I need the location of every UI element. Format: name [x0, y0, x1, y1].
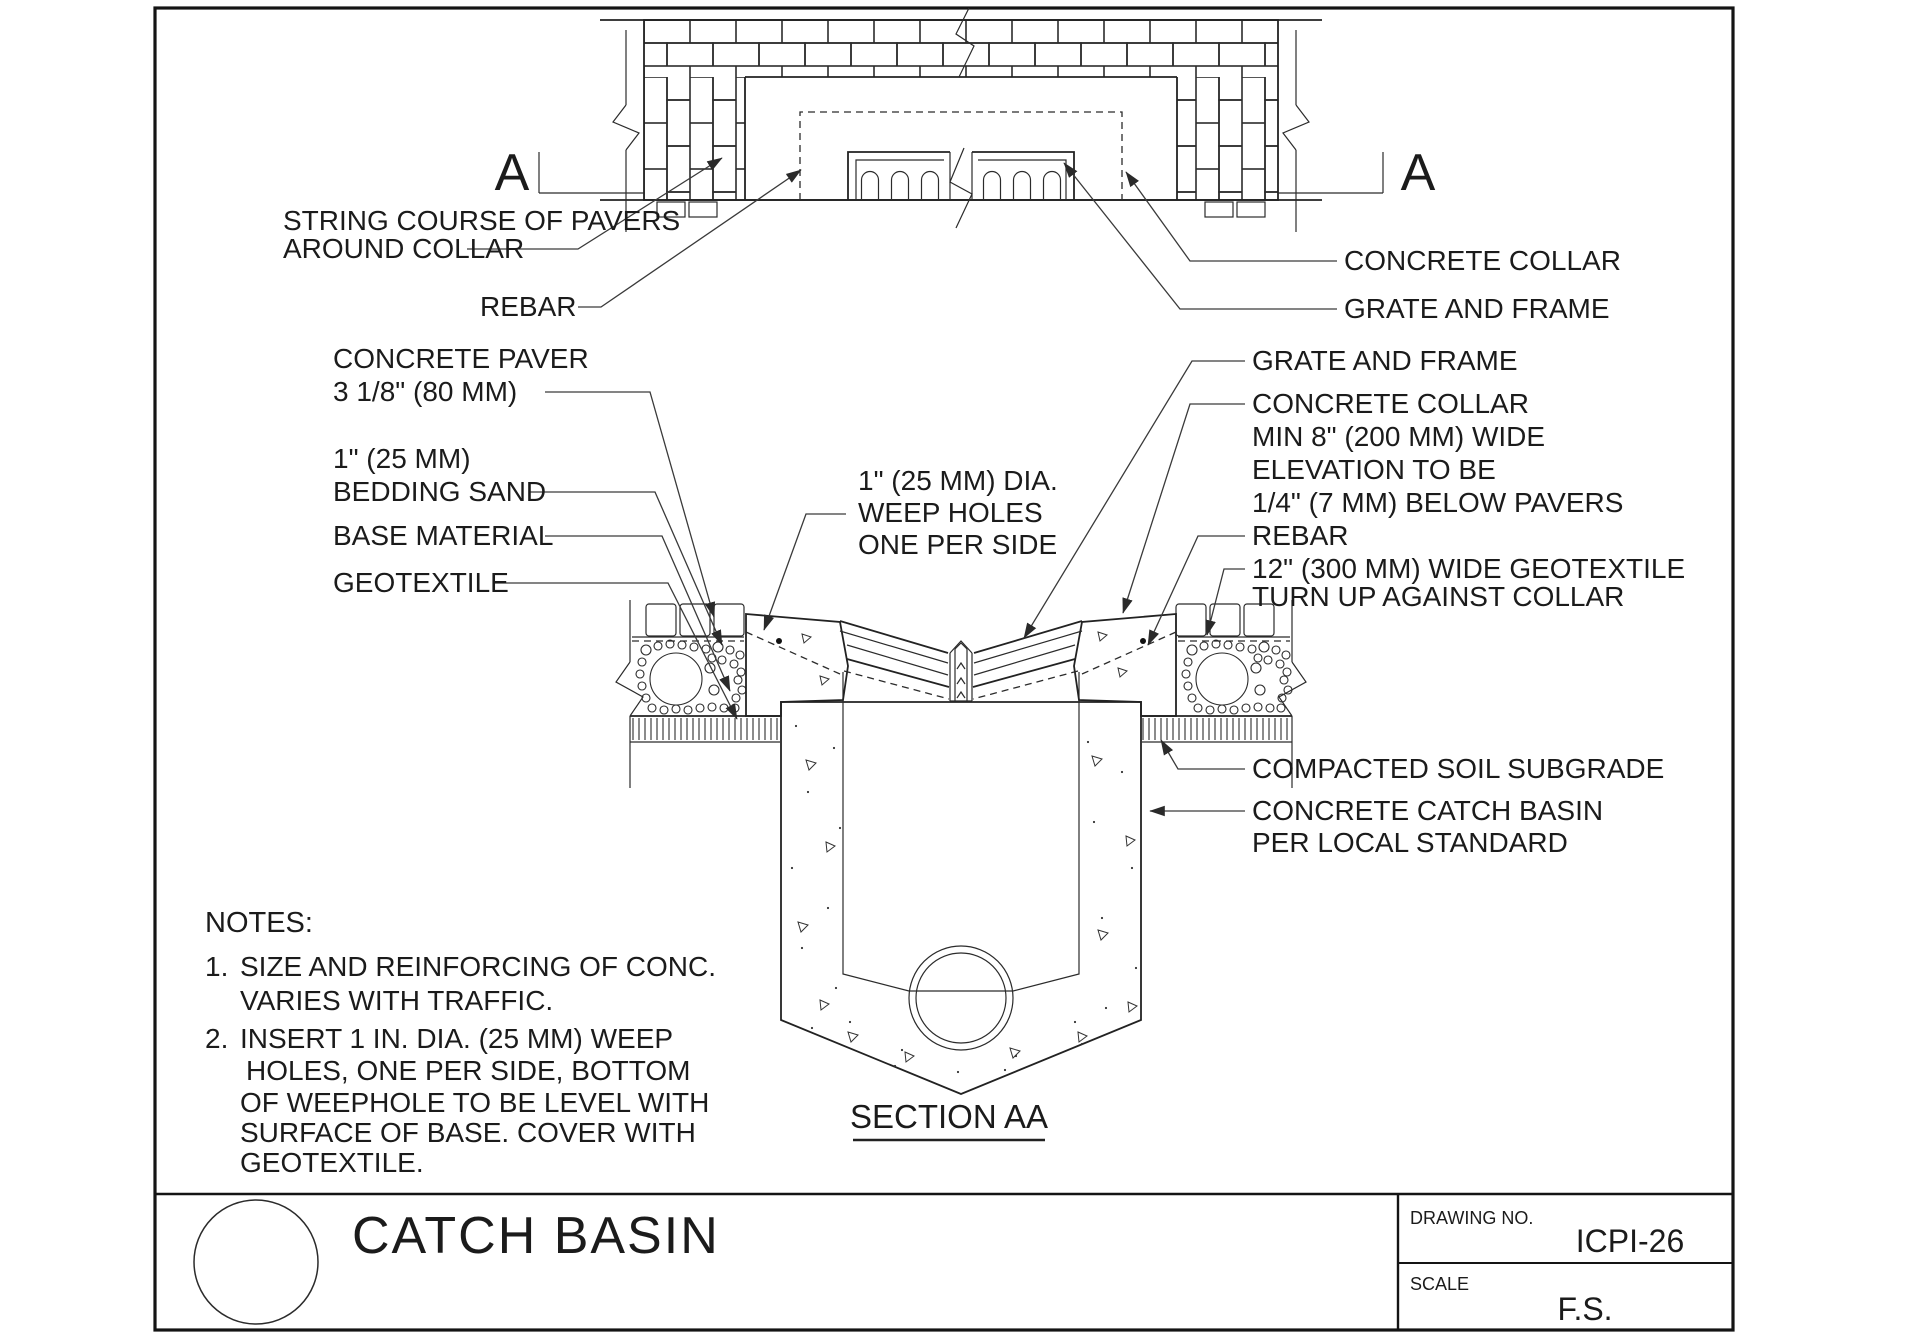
logo-circle — [193, 1199, 319, 1325]
drawing-no-label: DRAWING NO. — [1410, 1208, 1533, 1228]
label-plan-grate-and-frame: GRATE AND FRAME — [1344, 293, 1610, 324]
section-cut-markers: A A — [495, 144, 1436, 202]
section-marker-a-right: A — [1401, 144, 1436, 202]
concrete-speckle — [790, 724, 1138, 1074]
label-geotextile: GEOTEXTILE — [333, 567, 509, 598]
label-plan-rebar: REBAR — [480, 291, 576, 322]
note-1-number: 1. — [205, 951, 228, 982]
concrete-collar-left — [745, 613, 849, 717]
drawing-no-value: ICPI-26 — [1576, 1223, 1684, 1259]
label-weep-holes-line3: ONE PER SIDE — [858, 529, 1057, 560]
plan-labels: STRING COURSE OF PAVERS AROUND COLLAR RE… — [283, 157, 1621, 324]
label-grate-and-frame: GRATE AND FRAME — [1252, 345, 1518, 376]
catch-basin-body — [780, 672, 1142, 1095]
grate-and-frame-section — [839, 620, 1083, 702]
plan-bottom-break-mark — [949, 147, 973, 229]
label-bedding-sand-line1: 1" (25 MM) — [333, 443, 471, 474]
title-block: CATCH BASIN DRAWING NO. ICPI-26 SCALE F.… — [155, 1192, 1733, 1330]
section-marker-a-left: A — [495, 144, 530, 202]
plan-paver-field — [643, 19, 1279, 218]
section-labels: CONCRETE PAVER 3 1/8" (80 MM) 1" (25 MM)… — [333, 343, 1685, 858]
label-geotextile-collar-line1: 12" (300 MM) WIDE GEOTEXTILE — [1252, 553, 1685, 584]
notes-heading: NOTES: — [205, 907, 313, 939]
note-2-line4: SURFACE OF BASE. COVER WITH — [240, 1117, 696, 1148]
concrete-collar-right — [1073, 613, 1177, 717]
label-catch-basin-line2: PER LOCAL STANDARD — [1252, 827, 1568, 858]
concrete-texture — [797, 755, 1138, 1063]
label-string-course-line2: AROUND COLLAR — [283, 233, 524, 264]
pavement-left — [615, 600, 780, 788]
scale-value: F.S. — [1557, 1291, 1612, 1327]
label-catch-basin-line1: CONCRETE CATCH BASIN — [1252, 795, 1603, 826]
label-geotextile-collar-line2: TURN UP AGAINST COLLAR — [1252, 581, 1624, 612]
note-2-line1: INSERT 1 IN. DIA. (25 MM) WEEP — [240, 1023, 673, 1054]
drawing-title: CATCH BASIN — [352, 1207, 720, 1265]
label-weep-holes-line1: 1" (25 MM) DIA. — [858, 465, 1058, 496]
label-concrete-collar-line3: ELEVATION TO BE — [1252, 454, 1496, 485]
plan-grate-and-frame — [847, 151, 1075, 200]
outlet-pipe-outer — [908, 945, 1014, 1051]
label-weep-holes-line2: WEEP HOLES — [858, 497, 1043, 528]
note-2-line3: OF WEEPHOLE TO BE LEVEL WITH — [240, 1087, 709, 1118]
label-concrete-collar-line1: CONCRETE COLLAR — [1252, 388, 1529, 419]
note-1-line1: SIZE AND REINFORCING OF CONC. — [240, 951, 716, 982]
plan-view: A A STRING COURSE OF PAVERS AROUND COLLA… — [283, 7, 1621, 324]
note-2-line2: HOLES, ONE PER SIDE, BOTTOM — [246, 1055, 690, 1086]
label-concrete-paver-line2: 3 1/8" (80 MM) — [333, 376, 517, 407]
section-view: CONCRETE PAVER 3 1/8" (80 MM) 1" (25 MM)… — [333, 343, 1685, 1142]
sheet-border — [153, 6, 1735, 1332]
label-base-material: BASE MATERIAL — [333, 520, 553, 551]
label-compacted-soil: COMPACTED SOIL SUBGRADE — [1252, 753, 1664, 784]
outlet-pipe-inner — [915, 952, 1007, 1044]
label-bedding-sand-line2: BEDDING SAND — [333, 476, 546, 507]
label-plan-concrete-collar: CONCRETE COLLAR — [1344, 245, 1621, 276]
notes-block: NOTES: 1. SIZE AND REINFORCING OF CONC. … — [205, 907, 716, 1178]
label-string-course-line1: STRING COURSE OF PAVERS — [283, 205, 680, 236]
rebar-dot-left — [776, 638, 782, 644]
note-1-line2: VARIES WITH TRAFFIC. — [240, 985, 553, 1016]
scale-label: SCALE — [1410, 1274, 1469, 1294]
label-concrete-paver-line1: CONCRETE PAVER — [333, 343, 589, 374]
note-2-line5: GEOTEXTILE. — [240, 1147, 424, 1178]
label-section-rebar: REBAR — [1252, 520, 1348, 551]
label-concrete-collar-line2: MIN 8" (200 MM) WIDE — [1252, 421, 1545, 452]
section-caption: SECTION AA — [850, 1098, 1048, 1142]
label-concrete-collar-line4: 1/4" (7 MM) BELOW PAVERS — [1252, 487, 1623, 518]
note-2-number: 2. — [205, 1023, 228, 1054]
section-aa-caption: SECTION AA — [850, 1098, 1048, 1135]
rebar-dot-right — [1140, 638, 1146, 644]
plan-top-break-mark — [955, 7, 975, 78]
